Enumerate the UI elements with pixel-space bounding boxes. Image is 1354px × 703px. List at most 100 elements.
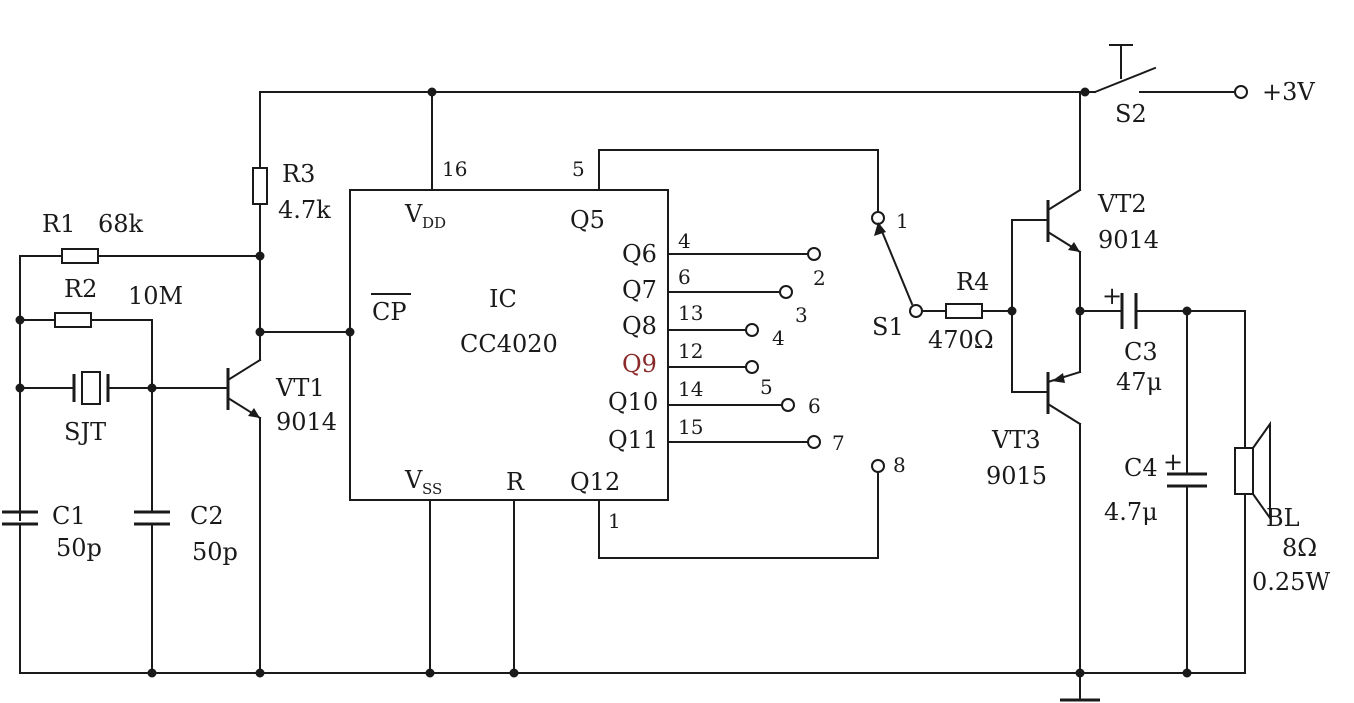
c1-label: C1 [52,502,86,530]
cp-label: CP [372,298,407,326]
s1-contact-4 [745,323,759,337]
s1-wiper [879,227,914,306]
r4-resistor [945,303,983,319]
c4-value: 4.7μ [1104,498,1158,526]
q9-pin-number: 12 [678,339,703,363]
ic-name: IC [489,285,517,313]
ic-part: CC4020 [460,330,558,358]
vt1-collector [226,358,262,382]
vt2-label: VT2 [1097,190,1147,218]
s2-label: S2 [1115,100,1147,128]
s1-pos-1: 1 [896,209,909,233]
c3-label: C3 [1124,338,1158,366]
s1-pos-5: 5 [760,375,773,399]
q9-label: Q9 [622,350,657,378]
c1-value: 50p [56,534,102,562]
q11-label: Q11 [608,426,658,454]
s1-pos-8: 8 [893,453,906,477]
base-bus [1011,219,1049,393]
supply-label: +3V [1262,78,1315,106]
q8-label: Q8 [622,312,657,340]
bl-power: 0.25W [1252,568,1330,596]
vdd-sub: DD [422,214,446,232]
junction-cp [345,327,355,337]
s1-pos-6: 6 [808,394,821,418]
junction-gnd-c2 [147,668,157,678]
speaker-cone [1252,420,1271,522]
r2-value: 10M [128,282,183,310]
supply-terminal [1234,85,1248,99]
junction-base-bus [1007,306,1017,316]
s1-contact-3 [779,285,793,299]
sjt-label: SJT [64,418,106,446]
s1-contact-5 [745,360,759,374]
s1-pos-4: 4 [772,326,785,350]
oscillator: R1 68k R2 10M SJT C1 50p C2 50p [2,210,261,674]
s1-pos-3: 3 [795,303,808,327]
junction-midpoint [1075,306,1085,316]
ic-cc4020: IC CC4020 V DD 16 CP V SS R Q5 5 Q6 4 Q7… [259,149,879,674]
left-vertical-wire [19,255,63,521]
vt3-emitter-arrow [1052,373,1065,383]
output-stage: R4 470Ω VT2 9014 VT3 9015 + C3 47μ [921,91,1330,674]
junction-gnd-vss [425,668,435,678]
c4-polarity: + [1163,448,1183,476]
vt2-part: 9014 [1098,226,1159,254]
s1-contact-7 [807,435,821,449]
r1-label: R1 [42,210,75,238]
junction-sjt-right [147,383,157,393]
c3-polarity: + [1102,282,1122,310]
q7-label: Q7 [622,276,657,304]
s1-wiper-arrow [874,222,886,236]
junction-vdd [427,87,437,97]
r3-label: R3 [282,160,315,188]
r4-value: 470Ω [928,326,994,354]
junction-vt1-collector [255,327,265,337]
vt1-emitter-arrow [248,408,260,418]
junction-gnd-r [509,668,519,678]
q5-pin-number: 5 [572,157,585,181]
junction-c4-top [1182,306,1192,316]
selector-s1: 1 2 3 4 5 6 7 8 S1 [745,209,923,477]
s1-common [909,304,923,318]
speaker-magnet [1234,447,1254,495]
r3-resistor [252,167,268,205]
ic-body [349,189,669,501]
junction-s2 [1080,87,1090,97]
r2-right-wire [90,319,153,389]
r1-resistor [61,248,99,264]
s1-pos-2: 2 [813,266,826,290]
sjt-crystal [81,371,101,405]
q8-pin-number: 13 [678,301,703,325]
s1-label: S1 [872,313,904,341]
r2-resistor [54,312,92,328]
s2-blade [1093,66,1157,94]
vt2-emitter-arrow [1068,242,1080,252]
s1-contact-8 [871,459,885,473]
vt1-part: 9014 [276,408,337,436]
vt3-label: VT3 [991,426,1041,454]
vdd-label: V [404,200,423,228]
r3-vt1-stage: R3 4.7k VT1 9014 [226,160,337,674]
junction-gnd-vt1 [255,668,265,678]
vss-label: V [404,466,423,494]
vt3-part: 9015 [986,462,1047,490]
vdd-pin-number: 16 [442,157,467,181]
c4-label: C4 [1124,454,1158,482]
junction-gnd-c4 [1182,668,1192,678]
ground-rail [19,672,1246,702]
q6-label: Q6 [622,240,657,268]
junction-r2-left [15,315,25,325]
r3-value: 4.7k [278,196,331,224]
s1-contact-2 [807,247,821,261]
c3-value: 47μ [1116,368,1162,396]
vt1-label: VT1 [275,374,325,402]
q10-label: Q10 [608,388,658,416]
q12-wire [598,471,879,559]
vt3-collector [1046,402,1082,426]
q6-pin-number: 4 [678,229,691,253]
r-pin-label: R [506,468,525,496]
q5-label: Q5 [570,206,605,234]
s1-pos-7: 7 [832,431,845,455]
